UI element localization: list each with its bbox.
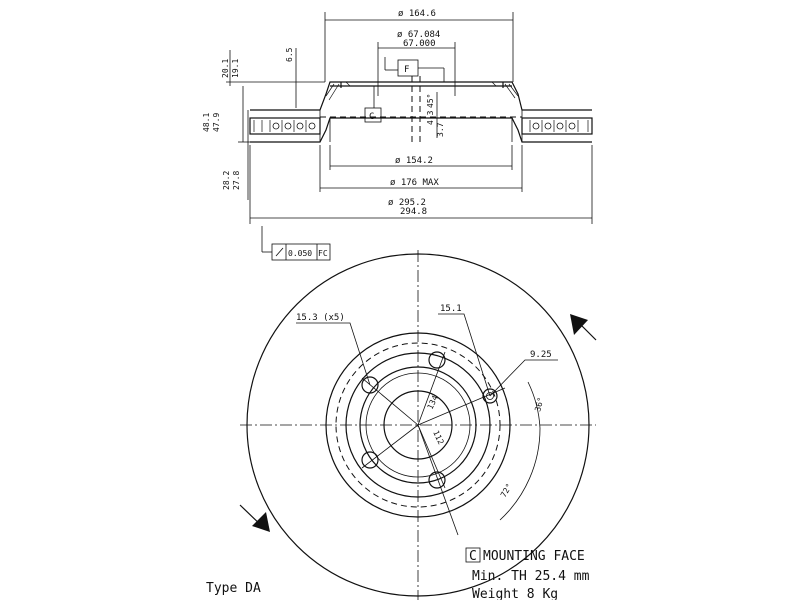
dim-hole-small: 9.25 bbox=[530, 350, 552, 360]
dim-hat-height-lower: 19.1 bbox=[231, 59, 240, 78]
front-view: 15.3 (x5) 15.1 9.25 134 112 36° 72° bbox=[239, 250, 597, 600]
dim-angle-36: 36° bbox=[533, 396, 545, 412]
datum-f: F bbox=[404, 65, 409, 75]
dim-diameter-154: ø 154.2 bbox=[395, 156, 433, 166]
dim-centering-lower: 67.000 bbox=[403, 39, 436, 49]
dim-hat-height-upper: 20.1 bbox=[221, 59, 230, 78]
section-view: ø 164.6 ø 67.084 67.000 F bbox=[202, 9, 593, 261]
runout-reference: FC bbox=[318, 249, 328, 258]
dim-total-height-upper: 48.1 bbox=[202, 113, 211, 132]
dim-diameter-164: ø 164.6 bbox=[398, 9, 436, 19]
type-label: Type DA bbox=[206, 581, 261, 596]
dim-chamfer-mid: 3.7 bbox=[436, 122, 445, 137]
weight-note: Weight 8 Kg bbox=[472, 587, 558, 600]
dim-pcd-134: 134 bbox=[426, 394, 440, 411]
dim-total-height-lower: 47.9 bbox=[212, 113, 221, 132]
dim-disc-thk-lower: 27.8 bbox=[232, 171, 241, 190]
mounting-face-tag: C bbox=[469, 549, 477, 564]
mounting-face-label: MOUNTING FACE bbox=[483, 549, 585, 564]
notes-block: C MOUNTING FACE Min. TH 25.4 mm Weight 8… bbox=[206, 547, 590, 600]
dim-pcd-112: 112 bbox=[431, 429, 445, 446]
min-thickness-note: Min. TH 25.4 mm bbox=[472, 569, 590, 584]
dim-hole-single: 15.1 bbox=[440, 304, 462, 314]
dim-angle-72: 72° bbox=[499, 482, 514, 499]
runout-value: 0.050 bbox=[288, 249, 312, 258]
dim-diameter-176: ø 176 MAX bbox=[390, 178, 439, 188]
dim-outer-upper: ø 295.2 bbox=[388, 198, 426, 208]
dim-outer-lower: 294.8 bbox=[400, 207, 427, 217]
dim-chamfer-upper: 4.3 bbox=[426, 110, 435, 125]
dim-disc-thk-upper: 28.2 bbox=[222, 171, 231, 190]
dim-flange-thk: 6.5 bbox=[285, 47, 294, 62]
dim-hole-5x: 15.3 (x5) bbox=[296, 313, 345, 323]
dim-chamfer-angle: 45° bbox=[426, 94, 435, 108]
datum-c: C bbox=[369, 112, 374, 122]
dim-centering-upper: ø 67.084 bbox=[397, 30, 440, 40]
